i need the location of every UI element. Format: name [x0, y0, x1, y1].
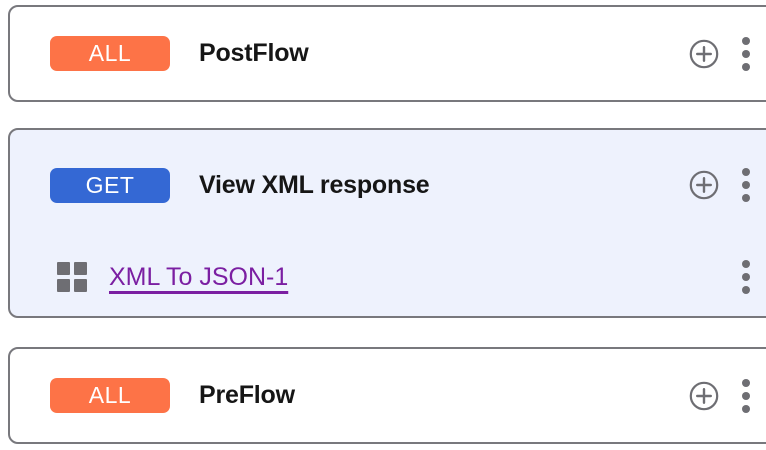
plus-circle-icon[interactable]: [688, 169, 720, 201]
kebab-dot: [742, 168, 750, 176]
kebab-dot: [742, 49, 750, 58]
flow-title: PreFlow: [199, 381, 295, 409]
policy-row-xml-to-json-1[interactable]: XML To JSON-1: [10, 240, 766, 314]
flow-header-row[interactable]: GET View XML response: [10, 130, 766, 240]
kebab-dot: [742, 378, 750, 387]
policy-row-actions: [742, 260, 750, 294]
grid-square: [74, 279, 87, 292]
flow-title: PostFlow: [199, 39, 309, 67]
grid-square: [57, 262, 70, 275]
kebab-dot: [742, 62, 750, 71]
flow-card-view-xml-response[interactable]: GET View XML response: [8, 128, 766, 318]
kebab-dot: [742, 273, 750, 281]
kebab-dot: [742, 286, 750, 294]
kebab-dot: [742, 181, 750, 189]
kebab-dot: [742, 36, 750, 45]
http-verb-badge: GET: [50, 167, 170, 203]
kebab-menu-icon[interactable]: [742, 378, 750, 413]
flow-row-actions: [688, 168, 750, 202]
kebab-menu-icon[interactable]: [742, 168, 750, 202]
flow-header-row[interactable]: ALL PreFlow: [10, 349, 766, 442]
flow-header-row[interactable]: ALL PostFlow: [10, 7, 766, 100]
http-verb-badge: ALL: [50, 378, 170, 413]
flow-title: View XML response: [199, 170, 430, 199]
flow-card-preflow[interactable]: ALL PreFlow: [8, 347, 766, 444]
http-verb-badge: ALL: [50, 36, 170, 71]
grid-square: [74, 262, 87, 275]
kebab-dot: [742, 260, 750, 268]
grid-square: [57, 279, 70, 292]
kebab-menu-icon[interactable]: [742, 260, 750, 294]
kebab-menu-icon[interactable]: [742, 36, 750, 71]
plus-circle-icon[interactable]: [688, 380, 720, 412]
flow-row-actions: [688, 36, 750, 71]
kebab-dot: [742, 391, 750, 400]
grid-squares-icon: [57, 262, 87, 292]
flow-row-actions: [688, 378, 750, 413]
plus-circle-icon[interactable]: [688, 38, 720, 70]
kebab-dot: [742, 194, 750, 202]
policy-link-xml-to-json-1[interactable]: XML To JSON-1: [109, 262, 289, 291]
flow-card-postflow[interactable]: ALL PostFlow: [8, 5, 766, 102]
kebab-dot: [742, 404, 750, 413]
